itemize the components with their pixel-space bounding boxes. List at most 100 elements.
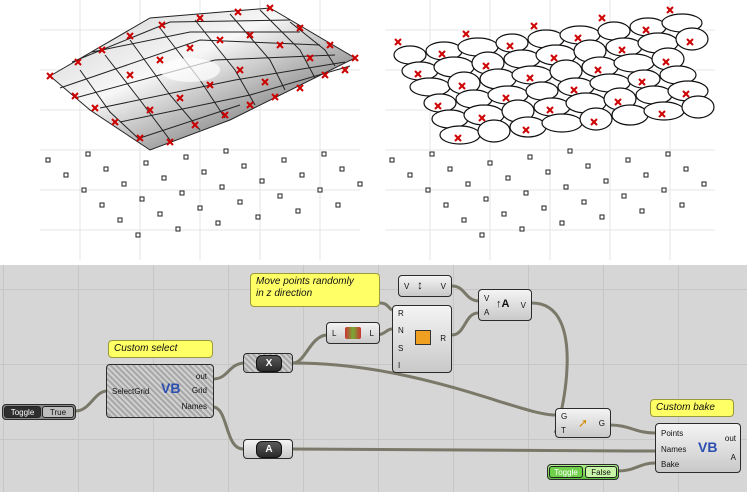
control-point-marker <box>351 54 359 62</box>
grid-point <box>523 190 529 196</box>
control-point-marker <box>296 24 304 32</box>
grid-point <box>545 169 551 175</box>
note-custom-bake[interactable]: Custom bake <box>650 399 734 417</box>
grid-point <box>339 166 345 172</box>
control-point-marker <box>686 38 694 46</box>
control-point-marker <box>482 62 490 70</box>
list-icon <box>345 327 361 339</box>
grid-point <box>679 202 685 208</box>
random-node[interactable]: R N S I R <box>392 305 452 373</box>
note-move-points[interactable]: Move points randomly in z direction <box>250 273 380 307</box>
toggle-false-node[interactable]: Toggle False <box>547 464 619 480</box>
control-point-marker <box>136 134 144 142</box>
random-input-n: N <box>398 326 404 335</box>
control-point-marker <box>196 14 204 22</box>
a-node[interactable]: A <box>243 439 293 459</box>
left-control-points <box>46 4 359 146</box>
select-grid-node[interactable]: SelectGrid VB out Grid Names <box>106 364 214 418</box>
list-node[interactable]: L L <box>326 322 380 344</box>
x-icon: X <box>256 355 282 372</box>
circle-shape <box>635 85 673 105</box>
control-point-marker <box>546 106 554 114</box>
amp-input-v: V <box>484 294 490 303</box>
control-point-marker <box>111 118 119 126</box>
toggle-label: Toggle <box>549 466 583 478</box>
amp-input-a: A <box>484 308 490 317</box>
grid-point <box>505 175 511 181</box>
grid-point <box>161 175 167 181</box>
bake-node[interactable]: Points Names Bake VB out A <box>655 423 741 473</box>
unit-z-node[interactable]: V ↕ V <box>398 275 452 297</box>
select-output-names: Names <box>181 402 207 411</box>
list-input-label: L <box>332 329 337 338</box>
bake-output-a: A <box>730 453 736 462</box>
grid-point <box>219 184 225 190</box>
grid-point <box>567 148 573 154</box>
control-point-marker <box>261 78 269 86</box>
control-point-marker <box>156 56 164 64</box>
grid-point <box>317 187 323 193</box>
grid-point <box>407 172 413 178</box>
amplitude-node[interactable]: V A ↑A V <box>478 289 532 321</box>
grid-point <box>281 157 287 163</box>
control-point-marker <box>216 36 224 44</box>
control-point-marker <box>594 66 602 74</box>
bake-input-points: Points <box>661 429 684 438</box>
control-point-marker <box>236 66 244 74</box>
circle-shape <box>613 53 655 73</box>
move-node[interactable]: G T ➚ G <box>555 408 611 438</box>
control-point-marker <box>71 92 79 100</box>
grid-point <box>483 196 489 202</box>
control-point-marker <box>522 126 530 134</box>
control-point-marker <box>658 110 666 118</box>
control-point-marker <box>414 70 422 78</box>
control-point-marker <box>478 114 486 122</box>
grid-point <box>237 199 243 205</box>
control-point-marker <box>246 101 254 109</box>
control-point-marker <box>321 71 329 79</box>
circle-shape <box>477 119 511 143</box>
grid-point <box>479 232 485 238</box>
control-point-marker <box>438 50 446 58</box>
right-grid-points <box>389 148 707 238</box>
grid-point <box>701 181 707 187</box>
grid-point <box>63 172 69 178</box>
control-point-marker <box>126 32 134 40</box>
grid-point <box>197 205 203 211</box>
control-point-marker <box>341 66 349 74</box>
grid-point <box>527 154 533 160</box>
grasshopper-canvas[interactable]: Move points randomly in z direction Cust… <box>0 265 747 492</box>
vb-icon: VB <box>161 380 181 396</box>
grid-point <box>581 199 587 205</box>
control-point-marker <box>526 74 534 82</box>
grid-point <box>223 148 229 154</box>
amplitude-icon: ↑A <box>496 298 510 310</box>
control-point-marker <box>394 38 402 46</box>
dice-icon <box>415 330 431 345</box>
wires <box>75 284 656 473</box>
toggle-true-node[interactable]: Toggle True <box>2 404 76 420</box>
grid-point <box>183 154 189 160</box>
move-icon: ➚ <box>578 416 589 430</box>
control-point-marker <box>246 31 254 39</box>
vec-input-label: V <box>404 282 410 291</box>
random-input-r: R <box>398 309 404 318</box>
note-custom-select[interactable]: Custom select <box>108 340 213 358</box>
x-node[interactable]: X <box>243 353 293 373</box>
grid-point <box>465 181 471 187</box>
grid-point <box>121 181 127 187</box>
rhino-viewports <box>40 0 715 260</box>
control-point-marker <box>642 26 650 34</box>
grid-point <box>501 211 507 217</box>
bake-input-names: Names <box>661 445 687 454</box>
vector-z-icon: ↕ <box>417 278 423 292</box>
grid-point <box>299 172 305 178</box>
toggle-value[interactable]: True <box>42 406 74 418</box>
grid-point <box>215 220 221 226</box>
circle-shape <box>393 45 427 65</box>
grid-point <box>625 157 631 163</box>
grid-point <box>321 151 327 157</box>
toggle-value[interactable]: False <box>585 466 617 478</box>
control-point-marker <box>276 41 284 49</box>
right-control-points <box>394 6 694 142</box>
